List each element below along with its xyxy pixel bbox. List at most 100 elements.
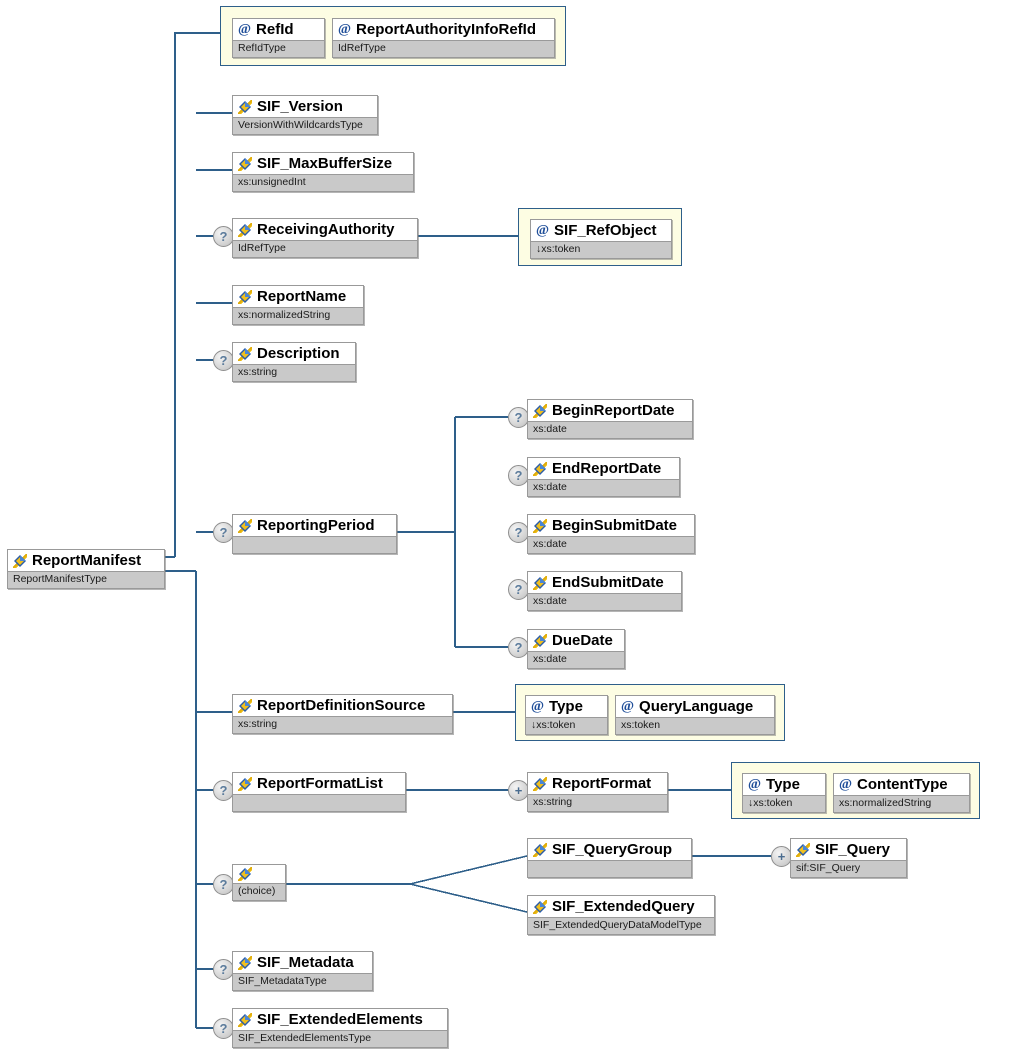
element-icon [796,842,810,857]
node-attribute-type[interactable]: @ Type ↓xs:token [525,695,608,735]
attribute-group-report-definition-source: @ Type ↓xs:token @ QueryLanguage xs:toke… [515,684,785,741]
node-choice[interactable]: (choice) [232,864,286,901]
element-icon [238,1012,252,1027]
occurrence-marker-optional: ? [508,407,529,428]
node-type: xs:date [528,479,679,496]
node-type: SIF_ExtendedQueryDataModelType [528,917,714,934]
node-sif-maxbuffersize[interactable]: SIF_MaxBufferSize xs:unsignedInt [232,152,414,192]
element-icon [238,698,252,713]
node-attribute-type[interactable]: @ Type ↓xs:token [742,773,826,813]
node-title-row: @ ContentType [834,774,969,795]
element-icon [13,553,27,568]
occurrence-marker-repeating: + [508,780,529,801]
occurrence-marker-optional: ? [213,1018,234,1039]
node-type: ReportManifestType [8,571,164,588]
node-type: xs:date [528,651,624,668]
node-title-row: Description [233,343,355,364]
node-begin-submit-date[interactable]: BeginSubmitDate xs:date [527,514,695,554]
element-icon [533,633,547,648]
node-type: ↓xs:token [531,241,671,258]
node-label: SIF_MaxBufferSize [257,155,393,172]
node-label: Type [549,698,583,715]
node-label: ReportDefinitionSource [257,697,426,714]
node-label: ReportingPeriod [257,517,375,534]
element-icon [533,899,547,914]
node-title-row: SIF_Query [791,839,906,860]
node-report-name[interactable]: ReportName xs:normalizedString [232,285,364,325]
node-title-row: ReportingPeriod [233,515,396,536]
node-label: EndSubmitDate [552,574,664,591]
node-label: BeginReportDate [552,402,675,419]
node-sif-extendedquery[interactable]: SIF_ExtendedQuery SIF_ExtendedQueryDataM… [527,895,715,935]
node-report-definition-source[interactable]: ReportDefinitionSource xs:string [232,694,453,734]
node-title-row: BeginReportDate [528,400,692,421]
node-title-row: @ SIF_RefObject [531,220,671,241]
node-sif-extendedelements[interactable]: SIF_ExtendedElements SIF_ExtendedElement… [232,1008,448,1048]
node-due-date[interactable]: DueDate xs:date [527,629,625,669]
node-type: xs:unsignedInt [233,174,413,191]
node-type [233,794,405,811]
node-attribute-query-language[interactable]: @ QueryLanguage xs:token [615,695,775,735]
occurrence-marker-optional: ? [213,959,234,980]
node-description[interactable]: Description xs:string [232,342,356,382]
node-attribute-content-type[interactable]: @ ContentType xs:normalizedString [833,773,970,813]
node-attribute-sif-refobject[interactable]: @ SIF_RefObject ↓xs:token [530,219,672,259]
node-label: SIF_Query [815,841,891,858]
node-sif-query[interactable]: SIF_Query sif:SIF_Query [790,838,907,878]
node-type: sif:SIF_Query [791,860,906,877]
node-title-row: @ Type [526,696,607,717]
node-attribute-refid[interactable]: @ RefId RefIdType [232,18,325,58]
node-label: SIF_RefObject [554,222,657,239]
element-icon [238,289,252,304]
node-title-row: SIF_ExtendedElements [233,1009,447,1030]
node-attribute-report-authority-info-refid[interactable]: @ ReportAuthorityInfoRefId IdRefType [332,18,555,58]
node-type: SIF_MetadataType [233,973,372,990]
node-end-report-date[interactable]: EndReportDate xs:date [527,457,680,497]
node-title-row: BeginSubmitDate [528,515,694,536]
node-label: ReportAuthorityInfoRefId [356,21,537,38]
attribute-icon: @ [748,776,762,792]
node-type [233,536,396,553]
node-title-row: EndSubmitDate [528,572,681,593]
node-title-row: SIF_QueryGroup [528,839,691,860]
node-label: SIF_Metadata [257,954,354,971]
node-title-row: EndReportDate [528,458,679,479]
node-type: IdRefType [333,40,554,57]
node-type: xs:normalizedString [233,307,363,324]
element-icon [533,776,547,791]
attribute-group-receiving-authority: @ SIF_RefObject ↓xs:token [518,208,682,266]
element-icon [238,955,252,970]
node-report-format-list[interactable]: ReportFormatList [232,772,406,812]
node-type: xs:string [233,364,355,381]
node-receiving-authority[interactable]: ReceivingAuthority IdRefType [232,218,418,258]
node-label: BeginSubmitDate [552,517,678,534]
node-label: ContentType [857,776,948,793]
node-title-row: ReportFormat [528,773,667,794]
element-icon [238,518,252,533]
node-report-manifest[interactable]: ReportManifest ReportManifestType [7,549,165,589]
node-label: EndReportDate [552,460,662,477]
node-sif-metadata[interactable]: SIF_Metadata SIF_MetadataType [232,951,373,991]
attribute-icon: @ [531,698,545,714]
occurrence-marker-optional: ? [213,226,234,247]
node-report-format[interactable]: ReportFormat xs:string [527,772,668,812]
node-sif-version[interactable]: SIF_Version VersionWithWildcardsType [232,95,378,135]
node-sif-querygroup[interactable]: SIF_QueryGroup [527,838,692,878]
node-label: SIF_ExtendedElements [257,1011,423,1028]
node-title-row: SIF_Version [233,96,377,117]
node-label: SIF_Version [257,98,343,115]
node-label: Description [257,345,340,362]
occurrence-marker-optional: ? [508,522,529,543]
attribute-group-report-manifest: @ RefId RefIdType @ ReportAuthorityInfoR… [220,6,566,66]
node-type: xs:normalizedString [834,795,969,812]
node-reporting-period[interactable]: ReportingPeriod [232,514,397,554]
occurrence-marker-optional: ? [508,637,529,658]
node-label: ReportFormatList [257,775,383,792]
node-type [528,860,691,877]
node-label: DueDate [552,632,613,649]
node-type: VersionWithWildcardsType [233,117,377,134]
node-begin-report-date[interactable]: BeginReportDate xs:date [527,399,693,439]
occurrence-marker-repeating: + [771,846,792,867]
node-end-submit-date[interactable]: EndSubmitDate xs:date [527,571,682,611]
